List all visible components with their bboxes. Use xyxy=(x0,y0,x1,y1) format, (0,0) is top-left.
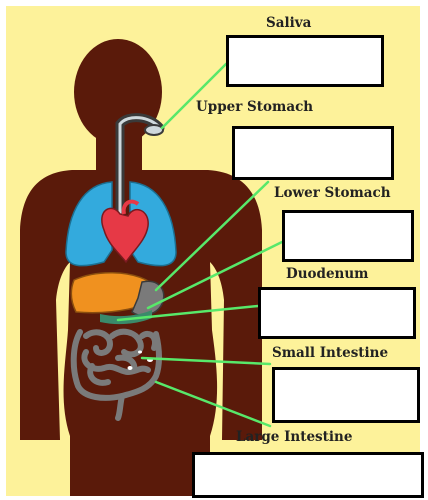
label-large-intestine: Large Intestine xyxy=(236,431,352,445)
answer-box-upper-stomach[interactable] xyxy=(232,126,394,180)
answer-box-small-intestine[interactable] xyxy=(272,367,420,423)
answer-box-lower-stomach[interactable] xyxy=(282,210,414,262)
rectum xyxy=(118,396,122,418)
label-upper-stomach: Upper Stomach xyxy=(196,101,313,115)
label-duodenum: Duodenum xyxy=(286,268,368,282)
answer-box-large-intestine[interactable] xyxy=(192,452,424,498)
label-saliva: Saliva xyxy=(266,17,311,31)
answer-box-saliva[interactable] xyxy=(226,35,384,87)
label-lower-stomach: Lower Stomach xyxy=(274,187,391,201)
label-small-intestine: Small Intestine xyxy=(272,347,388,361)
mouth xyxy=(145,125,163,135)
answer-box-duodenum[interactable] xyxy=(258,287,416,339)
